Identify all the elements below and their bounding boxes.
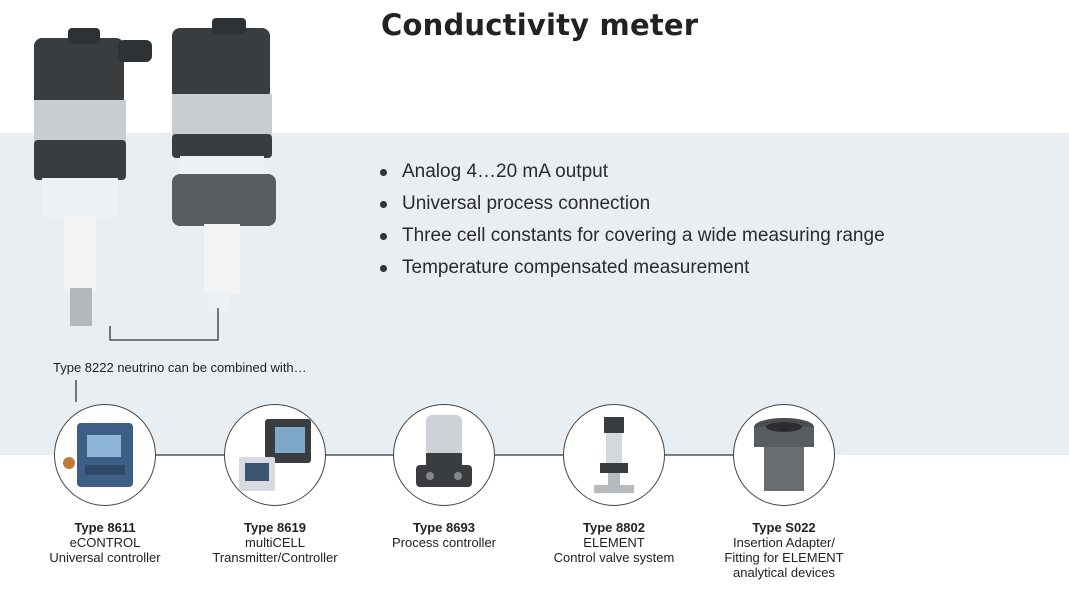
control-valve-8802-icon [594,417,634,493]
feature-item: Universal process connection [380,188,885,220]
product-type: Type 8611 [74,520,136,535]
product-line: Insertion Adapter/ [733,535,835,550]
product-thumb-8693[interactable] [393,404,495,506]
feature-item: Temperature compensated measurement [380,252,885,284]
product-thumb-8802[interactable] [563,404,665,506]
product-caption-s022: Type S022 Insertion Adapter/ Fitting for… [709,520,859,580]
product-line: Universal controller [49,550,161,565]
product-line: eCONTROL [69,535,141,550]
page-title: Conductivity meter [381,8,699,42]
process-controller-8693-icon [416,415,472,487]
product-type: Type 8619 [244,520,306,535]
insertion-adapter-s022-icon [754,418,814,491]
product-caption-8619: Type 8619 multiCELL Transmitter/Controll… [200,520,350,565]
feature-item: Analog 4…20 mA output [380,156,885,188]
product-line: analytical devices [733,565,835,580]
product-line: ELEMENT [583,535,645,550]
product-thumb-8611[interactable] [54,404,156,506]
meter-image-2 [172,18,276,312]
product-caption-8802: Type 8802 ELEMENT Control valve system [539,520,689,565]
combine-note: Type 8222 neutrino can be combined with… [53,360,307,375]
feature-item: Three cell constants for covering a wide… [380,220,885,252]
product-caption-8693: Type 8693 Process controller [369,520,519,550]
product-thumb-8619[interactable] [224,404,326,506]
conductivity-meter-images [34,18,276,326]
product-line: multiCELL [245,535,305,550]
meter-image-1 [34,28,152,326]
transmitter-8619-icon [239,419,311,491]
product-line: Transmitter/Controller [212,550,338,565]
controller-8611-icon [63,423,133,487]
product-caption-8611: Type 8611 eCONTROL Universal controller [30,520,180,565]
product-type: Type S022 [752,520,816,535]
product-type: Type 8693 [413,520,475,535]
product-line: Fitting for ELEMENT [724,550,844,565]
feature-list: Analog 4…20 mA output Universal process … [380,156,885,284]
product-line: Process controller [391,535,497,550]
product-type: Type 8802 [583,520,645,535]
product-line: Control valve system [553,550,675,565]
product-thumb-s022[interactable] [733,404,835,506]
